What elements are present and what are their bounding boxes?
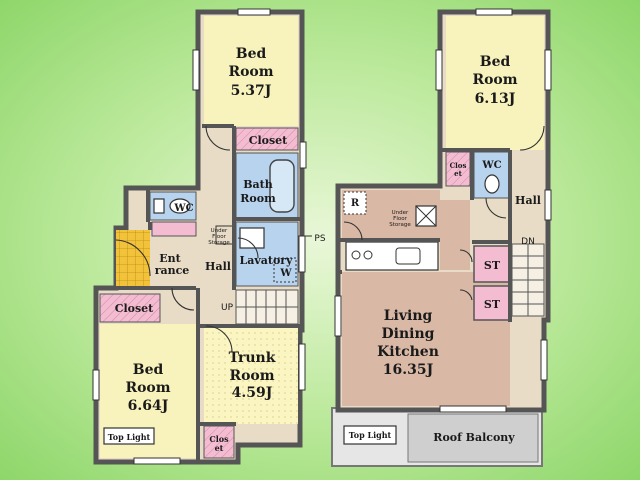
shoe-box	[151, 221, 197, 237]
closet-bottom-label2: et	[215, 443, 224, 453]
top-light-floor2-label: Top Light	[349, 430, 392, 440]
stairs-floor1	[235, 289, 299, 325]
hall-floor1	[204, 153, 234, 293]
floor1-inner-walls	[98, 124, 300, 460]
bedroom-left-label1: Bed	[133, 362, 164, 378]
closet-floor2-label2: et	[454, 169, 462, 178]
ldk-label1: Living	[384, 308, 433, 324]
underfloor-label1: Under	[211, 228, 228, 234]
fridge-label: R	[351, 198, 360, 209]
ps-label: PS	[314, 234, 325, 244]
bedroom-floor2-size: 6.13J	[475, 91, 516, 107]
bath-label2: Room	[240, 192, 276, 205]
underfloor2-label3: Storage	[389, 222, 411, 228]
closet-left-label: Closet	[115, 302, 154, 315]
trunk-label1: Trunk	[229, 350, 276, 366]
entrance-floor	[150, 240, 196, 286]
closet-top-label: Closet	[249, 134, 288, 147]
floor1-windows	[92, 8, 307, 465]
bedroom-floor2-label2: Room	[472, 72, 517, 88]
dn-label: DN	[521, 237, 535, 247]
kitchen-sink-icon	[395, 247, 421, 265]
ldk-label2: Dining	[382, 326, 435, 342]
washer-space	[273, 257, 297, 283]
top-light-floor2	[343, 425, 397, 445]
bedroom-floor2	[446, 16, 544, 150]
bedroom-top	[204, 16, 298, 126]
ldk-size: 16.35J	[383, 362, 434, 378]
storage-1-label: ST	[484, 259, 501, 272]
closet-bottom-label1: Clos	[209, 434, 229, 444]
toilet-floor2-icon	[484, 174, 500, 194]
storage-2-label: ST	[484, 298, 501, 311]
closet-bottom	[203, 425, 235, 459]
entrance-label2: rance	[155, 264, 190, 277]
up-label: UP	[221, 303, 234, 313]
floor2-inner-walls	[340, 148, 512, 322]
hall-floor1-label: Hall	[205, 260, 231, 273]
trunk-label2: Room	[229, 368, 274, 384]
washer-label: W	[279, 268, 292, 279]
floor1-doors	[115, 125, 259, 353]
entrance-label1: Ent	[159, 252, 181, 265]
closet-left	[99, 293, 161, 323]
floor1-plan: Bed Room 5.37J Closet Bath Room WC Ent r…	[92, 8, 326, 465]
entrance-tiles	[116, 230, 150, 286]
bedroom-floor2-label1: Bed	[480, 54, 511, 70]
closet-floor2-label1: Clos	[450, 161, 467, 170]
roof-balcony	[407, 413, 539, 463]
underfloor-label2: Floor	[212, 234, 226, 240]
underfloor-label3: Storage	[208, 240, 230, 246]
bedroom-top-label1: Bed	[236, 46, 267, 62]
floor2-plan: Bed Room 6.13J Clos et WC Hall DN R Unde…	[331, 8, 552, 467]
stove-burner-2	[363, 250, 373, 260]
closet-floor2	[445, 151, 471, 187]
floor2-windows	[334, 8, 552, 413]
toilet-tank-icon	[153, 198, 165, 214]
trunk-room	[204, 328, 298, 424]
bathtub-icon	[269, 159, 295, 213]
bath-label1: Bath	[243, 178, 273, 191]
wc-floor2-label: WC	[481, 160, 501, 171]
bedroom-top-label2: Room	[228, 64, 273, 80]
stove-burner-1	[351, 250, 361, 260]
underfloor2-label2: Floor	[393, 216, 407, 222]
top-light-floor1-label: Top Light	[108, 432, 151, 442]
sink-icon	[239, 227, 265, 249]
hall-floor2-label: Hall	[515, 194, 541, 207]
wc-floor1-label: WC	[173, 203, 193, 214]
kitchen-counter	[345, 241, 439, 271]
underfloor2-label1: Under	[392, 210, 409, 216]
lavatory-label: Lavatory	[240, 254, 294, 267]
stairs-floor2	[511, 243, 545, 317]
bedroom-left-label2: Room	[125, 380, 170, 396]
hall-floor2	[512, 152, 544, 242]
floor2-doors	[343, 125, 545, 301]
trunk-size: 4.59J	[232, 385, 273, 401]
storage-1	[473, 245, 511, 283]
toilet-icon	[169, 198, 191, 214]
ldk-hall	[440, 200, 470, 270]
fridge-space	[343, 191, 367, 215]
ldk-label3: Kitchen	[377, 344, 439, 360]
top-light-floor1	[103, 427, 155, 445]
roof-balcony-label: Roof Balcony	[433, 431, 515, 444]
bedroom-left-size: 6.64J	[128, 398, 169, 414]
bedroom-top-size: 5.37J	[231, 83, 272, 99]
